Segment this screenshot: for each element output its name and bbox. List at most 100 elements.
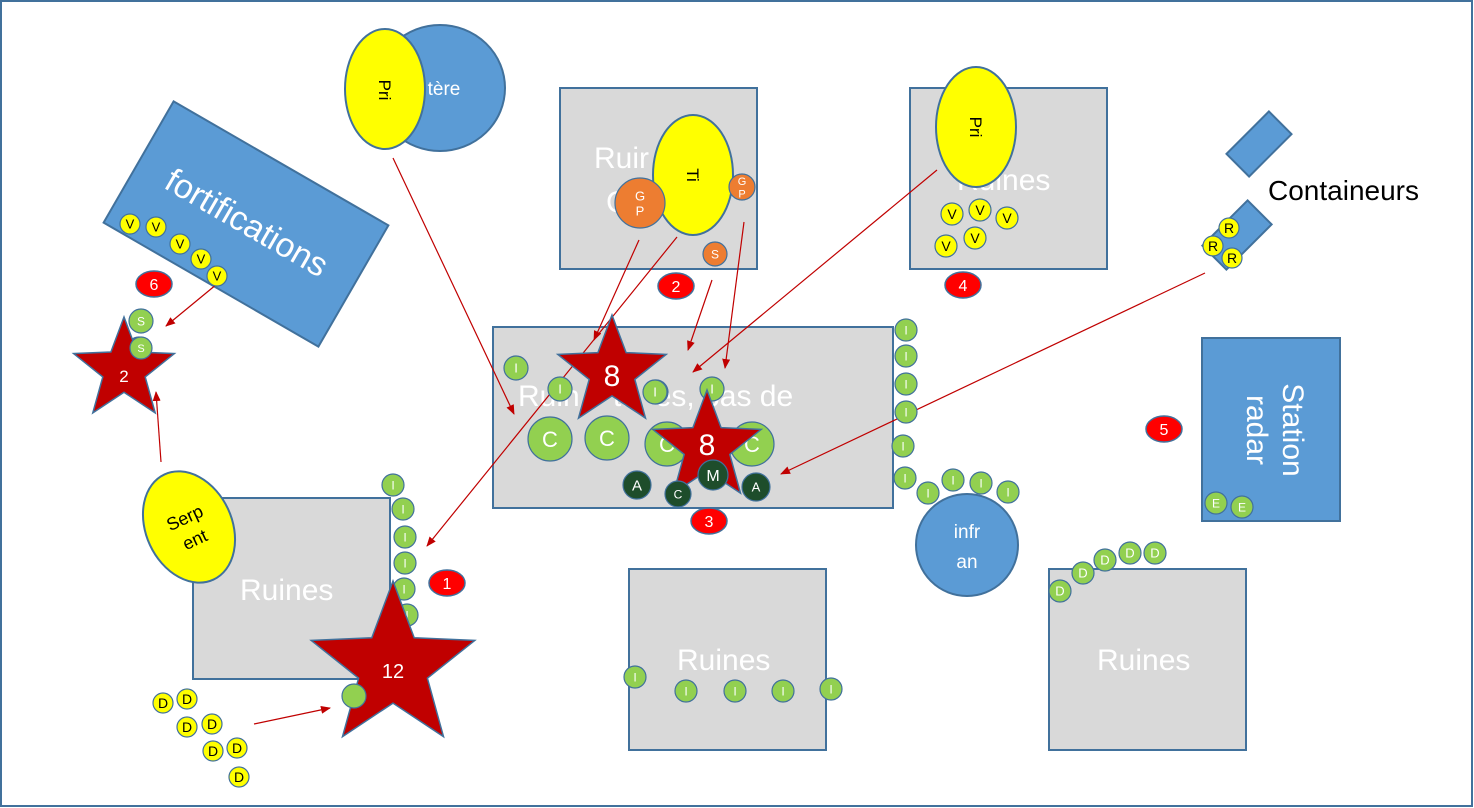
d-token: D <box>1143 541 1167 565</box>
i-token: I <box>723 679 747 703</box>
i-token-label: I <box>403 556 406 570</box>
i-token-label: I <box>401 502 404 516</box>
d-token: D <box>201 713 223 735</box>
v-token: V <box>968 198 992 222</box>
d-token-label: D <box>158 695 168 711</box>
i-token: I <box>916 481 940 505</box>
c-small-token: C <box>664 480 692 508</box>
arrow <box>780 272 1206 475</box>
star-left: 2 <box>71 314 177 415</box>
pri-label-1: Pri <box>375 80 394 101</box>
badge-2: 2 <box>657 272 695 300</box>
i-token-label: I <box>829 682 832 696</box>
gp-token: GP <box>728 173 756 201</box>
i-token: I <box>771 679 795 703</box>
i-token: I <box>381 473 405 497</box>
infran-label-2: an <box>956 552 977 573</box>
i-token: I <box>894 318 918 342</box>
d-token-label: D <box>232 740 242 756</box>
d-token-label: D <box>1055 584 1064 599</box>
s-token-label: S <box>711 247 719 261</box>
badge-text: 3 <box>705 514 714 531</box>
badge-text: 6 <box>150 277 159 294</box>
d-token: D <box>152 692 174 714</box>
infran-circle: infr an <box>915 493 1019 597</box>
c-token: C <box>527 416 573 462</box>
v-token: V <box>190 248 212 270</box>
d-token-label: D <box>207 716 217 732</box>
s-token-label: S <box>137 314 145 328</box>
v-token-label: V <box>176 237 185 252</box>
i-token-label: I <box>403 530 406 544</box>
i-token-label: I <box>402 582 405 596</box>
i-token: I <box>393 551 417 575</box>
d-token: D <box>1118 541 1142 565</box>
pri-ellipse-1: Pri <box>344 28 426 150</box>
gp-token-label: P <box>738 188 745 200</box>
arrow <box>165 283 218 327</box>
i-token-label: I <box>514 361 518 376</box>
v-token-label: V <box>152 220 161 235</box>
m-token: M <box>697 459 729 491</box>
v-token: V <box>995 206 1019 230</box>
arrow <box>687 279 713 351</box>
s-token: S <box>129 336 153 360</box>
i-token: I <box>391 497 415 521</box>
d-token-label: D <box>208 743 218 759</box>
d-token: D <box>176 688 198 710</box>
badge-1: 1 <box>428 569 466 597</box>
v-token-label: V <box>213 269 222 284</box>
station-radar-label-1: Station <box>1276 383 1309 476</box>
ruins-top-label: Ruir <box>594 142 649 175</box>
a-token: A <box>741 472 771 502</box>
station-radar-block: Station radar <box>1201 337 1341 522</box>
ruins-right-bottom-label: Ruines <box>1097 644 1190 677</box>
gp-token-label: P <box>636 203 645 218</box>
container-top <box>1225 110 1293 178</box>
arrow <box>253 705 331 725</box>
i-token: I <box>393 525 417 549</box>
pri-ellipse-2: Pri <box>935 66 1017 188</box>
v-token-label: V <box>126 217 135 232</box>
i-token-label: I <box>904 323 907 337</box>
r-token-label: R <box>1208 238 1218 254</box>
d-token: D <box>176 716 198 738</box>
a-token-label: A <box>632 477 642 494</box>
i-token: I <box>894 372 918 396</box>
i-token: I <box>894 400 918 424</box>
e-token: E <box>1204 491 1228 515</box>
i-token-label: I <box>653 385 657 400</box>
arrow <box>593 239 640 341</box>
r-token: R <box>1221 247 1243 269</box>
gp-token: GP <box>614 177 666 229</box>
i-token-label: I <box>926 486 929 500</box>
fortifications-block: fortifications <box>102 100 390 348</box>
i-token-label: I <box>781 684 784 698</box>
i-token: I <box>503 355 529 381</box>
gp-token-label: G <box>738 176 747 188</box>
ruins-center-bottom: Ruines <box>628 568 827 751</box>
serpent-ellipse: Serp ent <box>141 470 237 584</box>
i-token-label: I <box>558 382 562 397</box>
i-token: I <box>894 344 918 368</box>
i-token-label: I <box>391 478 394 492</box>
i-token-label: I <box>710 382 714 397</box>
i-token: I <box>819 677 843 701</box>
badge-6: 6 <box>135 270 173 298</box>
d-token: D <box>1071 561 1095 585</box>
ruins-right-bottom: Ruines <box>1048 568 1247 751</box>
r-token: R <box>1218 217 1240 239</box>
v-token: V <box>206 265 228 287</box>
badge-text: 5 <box>1160 422 1169 439</box>
ruins-left-bottom-label: Ruines <box>240 574 333 607</box>
c-token-label: C <box>542 427 558 452</box>
arrow <box>692 169 938 373</box>
containeurs-label: Containeurs <box>1268 175 1419 206</box>
a-token: A <box>622 470 652 500</box>
i-token-label: I <box>1006 485 1009 499</box>
v-token: V <box>169 233 191 255</box>
v-token-label: V <box>947 206 957 222</box>
ti-label: Ti <box>683 168 702 182</box>
r-token-label: R <box>1227 250 1237 266</box>
